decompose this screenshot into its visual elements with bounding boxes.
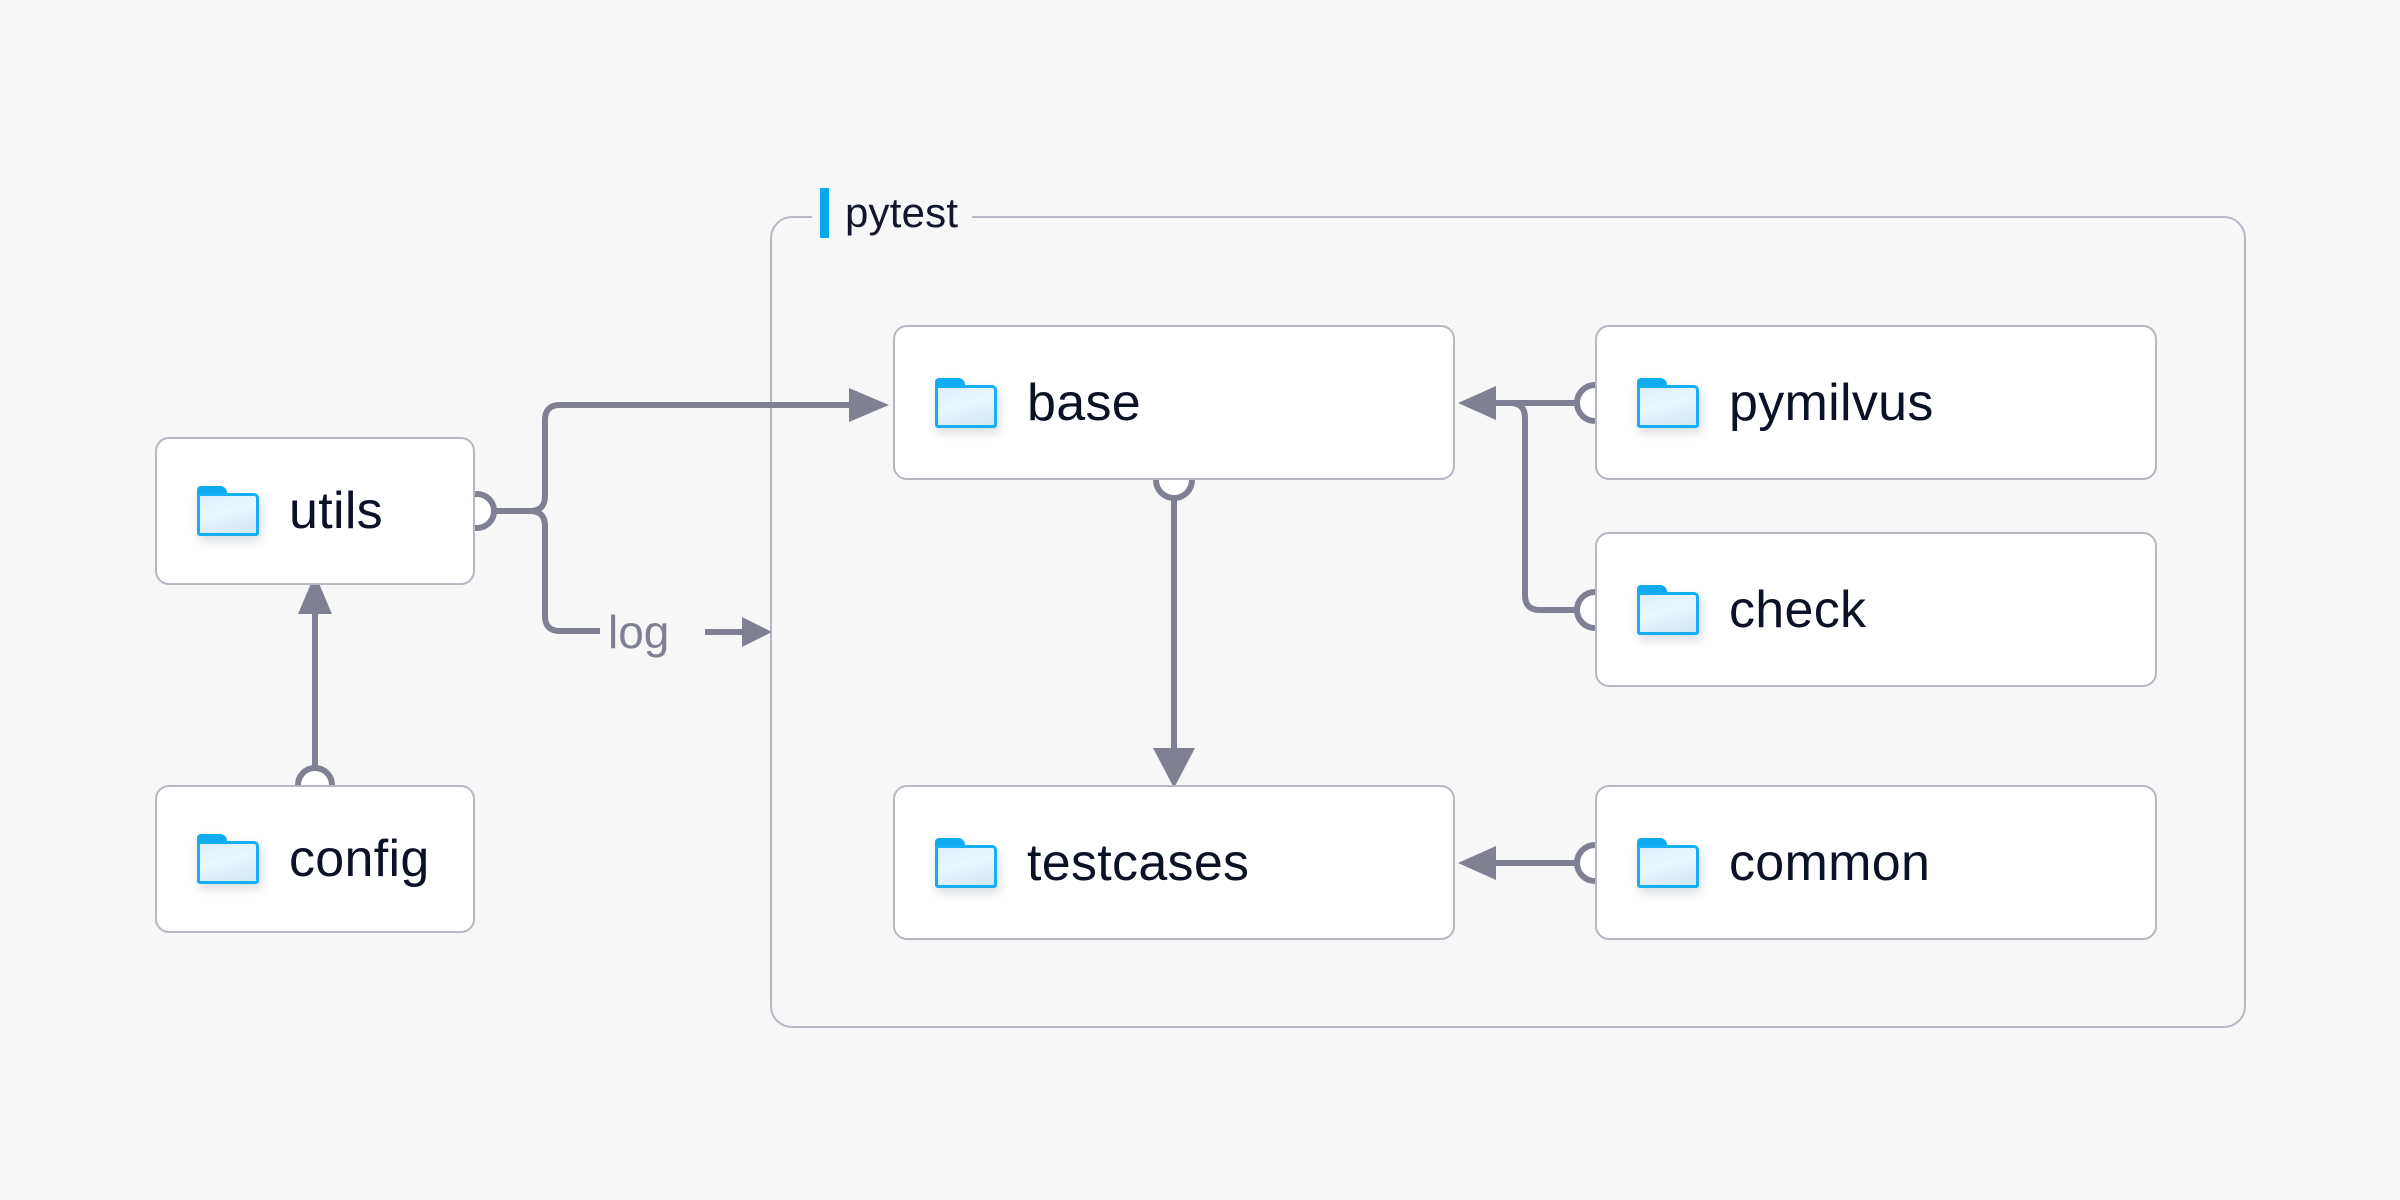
accent-bar-icon: [820, 188, 829, 238]
node-check[interactable]: check: [1595, 532, 2157, 687]
folder-icon: [197, 486, 259, 536]
node-label-utils: utils: [289, 482, 383, 540]
node-utils[interactable]: utils: [155, 437, 475, 585]
group-title: pytest: [845, 189, 959, 236]
folder-icon: [197, 834, 259, 884]
folder-icon: [1637, 584, 1699, 635]
node-pymilvus[interactable]: pymilvus: [1595, 325, 2157, 480]
group-label-pytest: pytest: [812, 180, 973, 246]
edge-label-log: log: [608, 606, 772, 658]
folder-icon: [935, 377, 997, 428]
node-testcases[interactable]: testcases: [893, 785, 1455, 940]
node-label-testcases: testcases: [1027, 833, 1250, 892]
node-common[interactable]: common: [1595, 785, 2157, 940]
node-config[interactable]: config: [155, 785, 475, 933]
folder-icon: [1637, 837, 1699, 888]
edge-config-utils: [295, 574, 335, 805]
node-label-check: check: [1729, 580, 1867, 639]
node-label-config: config: [289, 830, 430, 888]
folder-icon: [935, 837, 997, 888]
folder-icon: [1637, 377, 1699, 428]
node-label-common: common: [1729, 833, 1931, 892]
log-label-text: log: [608, 606, 669, 658]
node-label-pymilvus: pymilvus: [1729, 373, 1934, 432]
node-label-base: base: [1027, 373, 1141, 432]
node-base[interactable]: base: [893, 325, 1455, 480]
